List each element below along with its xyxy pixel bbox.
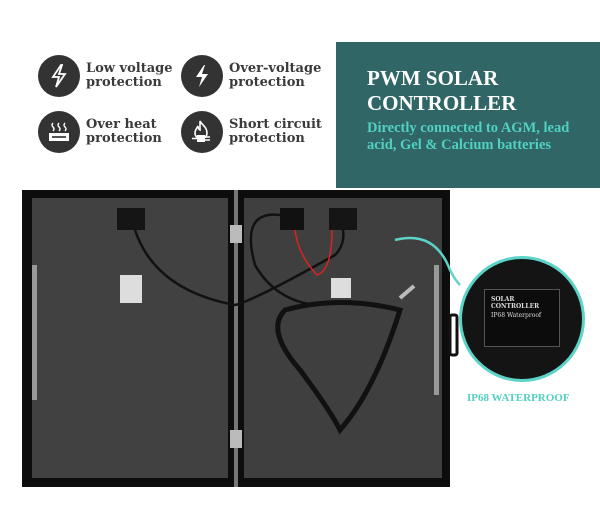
hero-banner: PWM SOLAR CONTROLLER Directly connected … [336, 42, 600, 188]
feature-label: Short circuit [229, 117, 322, 132]
feature-label: Over-voltage [229, 61, 322, 76]
heat-icon [38, 111, 80, 153]
lightning-bolt-icon [181, 55, 223, 97]
feature-label: protection [229, 75, 305, 90]
feature-label: protection [229, 131, 305, 146]
device-sublabel: IP68 Waterproof [491, 312, 542, 319]
hero-subtitle: Directly connected to AGM, lead acid, Ge… [367, 120, 570, 153]
device-label: SOLAR CONTROLLER [491, 296, 540, 310]
fire-plug-icon [181, 111, 223, 153]
feature-label: Low voltage [86, 61, 173, 76]
controller-device: SOLAR CONTROLLER IP68 Waterproof [484, 289, 560, 347]
waterproof-caption: IP68 WATERPROOF [467, 392, 570, 404]
lightning-bolt-outline-icon [38, 55, 80, 97]
feature-label: Over heat [86, 117, 157, 132]
hero-title: PWM SOLAR [367, 66, 499, 90]
feature-label: protection [86, 75, 162, 90]
controller-closeup: SOLAR CONTROLLER IP68 Waterproof [459, 256, 585, 382]
feature-label: protection [86, 131, 162, 146]
solar-panel-image [22, 190, 461, 487]
hero-title: CONTROLLER [367, 91, 517, 115]
